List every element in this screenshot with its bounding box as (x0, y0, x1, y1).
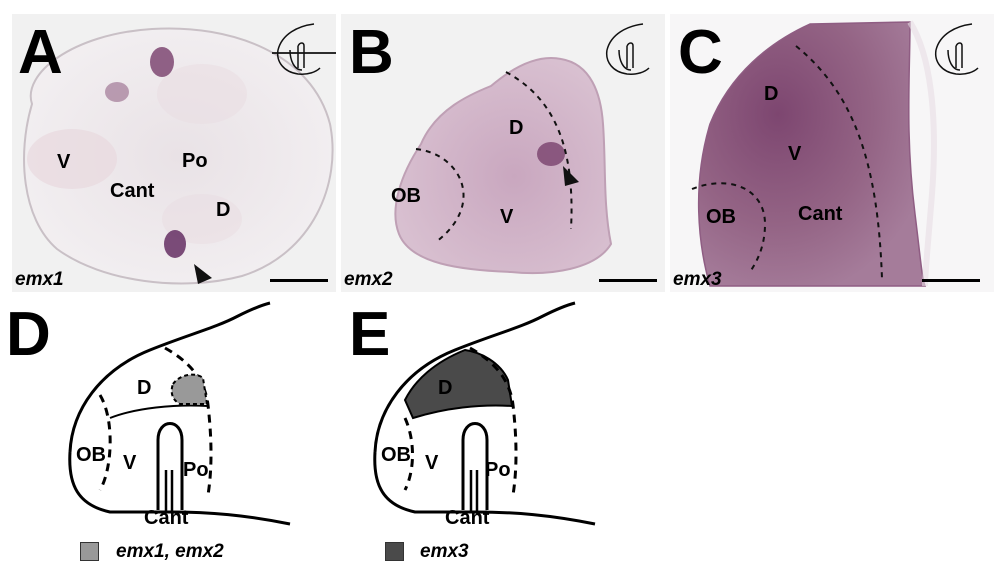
region-d-label: D (438, 377, 453, 399)
legend-text-emx3: emx3 (420, 541, 469, 562)
panel-c: C D V OB Cant emx3 (670, 14, 994, 292)
region-cant-label: Cant (110, 180, 155, 202)
region-po-label: Po (182, 150, 208, 172)
region-po-label: Po (183, 459, 209, 481)
legend-swatch-light (80, 542, 99, 561)
arrowhead-icon (563, 166, 579, 186)
panel-e-label: E (349, 300, 391, 369)
region-ob-label: OB (381, 444, 411, 466)
orientation-inset-icon (934, 23, 979, 75)
legend-swatch-dark (385, 542, 404, 561)
panel-b-label: B (349, 18, 394, 87)
emx1-stain-ventral (164, 230, 186, 258)
scale-bar (270, 279, 328, 282)
panel-d-label: D (6, 300, 51, 369)
panel-d-drawing (68, 301, 291, 526)
orientation-inset-icon (605, 23, 650, 75)
region-ob-label: OB (391, 185, 421, 207)
emx3-domain (403, 348, 514, 420)
panel-b-gene-label: emx2 (344, 269, 393, 290)
panel-c-gene-label: emx3 (673, 269, 722, 290)
emx1-stain-dorsal (150, 47, 174, 77)
region-cant-label: Cant (798, 203, 843, 225)
panel-a-tissue (23, 27, 334, 285)
scale-bar (599, 279, 657, 282)
region-v-label: V (788, 143, 802, 165)
region-v-label: V (425, 452, 439, 474)
panel-b: B D OB V emx2 (341, 14, 665, 292)
region-d-label: D (216, 199, 231, 221)
panel-e-drawing (373, 301, 596, 526)
region-v-label: V (57, 151, 71, 173)
panel-a: A V Po Cant D emx1 (12, 14, 336, 292)
panel-e-schematic: E D OB V Po Cant emx3 (305, 300, 635, 587)
scale-bar (922, 279, 980, 282)
panel-c-tissue (691, 20, 937, 287)
region-v-label: V (123, 452, 137, 474)
legend-text-emx1-emx2: emx1, emx2 (116, 541, 224, 562)
region-d-label: D (764, 83, 779, 105)
region-cant-label: Cant (445, 507, 490, 529)
region-ob-label: OB (76, 444, 106, 466)
region-v-label: V (500, 206, 514, 228)
panel-a-label: A (18, 18, 63, 87)
region-ob-label: OB (706, 206, 736, 228)
panel-b-tissue (394, 57, 613, 275)
orientation-inset-icon (272, 23, 336, 75)
emx2-stain (537, 142, 565, 166)
panel-a-gene-label: emx1 (15, 269, 64, 290)
region-po-label: Po (485, 459, 511, 481)
emx1-emx2-domain (170, 373, 209, 405)
region-d-label: D (137, 377, 152, 399)
panel-c-label: C (678, 18, 723, 87)
region-cant-label: Cant (144, 507, 189, 529)
panel-d-schematic: D D OB V Po Cant emx1, emx2 (0, 300, 330, 587)
region-d-label: D (509, 117, 524, 139)
arrowhead-icon (194, 264, 212, 284)
